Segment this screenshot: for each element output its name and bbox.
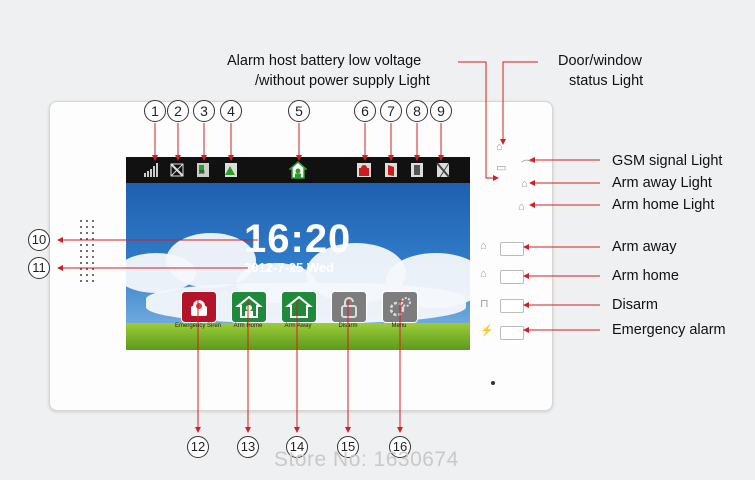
battery-icon: 20 [196, 163, 212, 177]
number-5: 5 [288, 100, 310, 122]
number-3: 3 [193, 100, 215, 122]
number-12: 12 [187, 436, 209, 458]
lcd-screen: 20 16:20 2012-7 [126, 157, 470, 350]
door-open-icon [224, 163, 238, 177]
signal-bars-icon [144, 163, 158, 177]
unlock-icon [341, 297, 357, 318]
grass-background [126, 323, 470, 350]
disarm-button-icon: ⊓ [480, 298, 489, 310]
door-window-light-icon: ⌂ [496, 141, 503, 153]
number-2: 2 [167, 100, 189, 122]
arm-home-callout: Arm home [612, 268, 679, 284]
number-10: 10 [28, 229, 50, 251]
arm-away-button[interactable] [281, 291, 317, 323]
number-4: 4 [220, 100, 242, 122]
number-15: 15 [337, 436, 359, 458]
number-14: 14 [286, 436, 308, 458]
camera-dot [491, 381, 495, 385]
number-6: 6 [354, 100, 376, 122]
disarm-button[interactable] [331, 291, 367, 323]
sensor-off-icon [436, 162, 450, 178]
gsm-light-icon: ⌒ [521, 160, 532, 172]
door-window-callout-line2: status Light [569, 73, 644, 89]
arm-home-button[interactable] [231, 291, 267, 323]
home-status-icon [288, 161, 308, 179]
number-7: 7 [380, 100, 402, 122]
number-9: 9 [430, 100, 452, 122]
number-8: 8 [406, 100, 428, 122]
emergency-siren-button[interactable] [181, 291, 217, 323]
window-status-icon [410, 163, 424, 177]
arm-away-label: Arm Away [284, 323, 312, 329]
status-bar: 20 [126, 157, 470, 183]
number-16: 16 [389, 436, 411, 458]
arm-away-icon [285, 295, 313, 318]
arm-away-light-icon: ⌂ [521, 178, 528, 190]
battery-level-label: 20 [199, 170, 205, 176]
arm-away-callout: Arm away [612, 239, 677, 255]
emergency-button-icon: ⚡ [480, 325, 494, 337]
siren-icon [191, 300, 207, 316]
number-13: 13 [237, 436, 259, 458]
no-signal-icon [170, 163, 184, 177]
clock-date: 2012-7-25 Wed [244, 260, 335, 275]
battery-light-icon: ▭ [496, 162, 507, 174]
door-alarm-icon [384, 163, 398, 177]
arm-away-light-callout: Arm away Light [612, 175, 712, 191]
battery-light-callout-line2: /without power supply Light [255, 73, 430, 89]
alarm-siren-icon [357, 163, 371, 177]
disarm-callout: Disarm [612, 297, 658, 313]
menu-label: Menu [391, 323, 407, 329]
store-watermark: Store No: 1630674 [274, 448, 459, 471]
battery-light-callout-line1: Alarm host battery low voltage [227, 53, 422, 69]
arm-away-button-icon: ⌂ [480, 240, 487, 252]
arm-home-light-callout: Arm home Light [612, 197, 715, 213]
arm-home-light-icon: ⌂ [518, 201, 525, 213]
clock-time: 16:20 [244, 217, 352, 261]
emergency-physical-button[interactable] [500, 326, 524, 340]
gear-icon [389, 297, 411, 317]
door-window-callout-line1: Door/window [558, 53, 642, 69]
speaker-grille [78, 218, 100, 288]
emergency-alarm-callout: Emergency alarm [612, 322, 726, 338]
number-11: 11 [28, 257, 50, 279]
arm-home-button-icon: ⌂ [480, 268, 487, 280]
gsm-light-callout: GSM signal Light [612, 153, 723, 169]
number-1: 1 [144, 100, 166, 122]
